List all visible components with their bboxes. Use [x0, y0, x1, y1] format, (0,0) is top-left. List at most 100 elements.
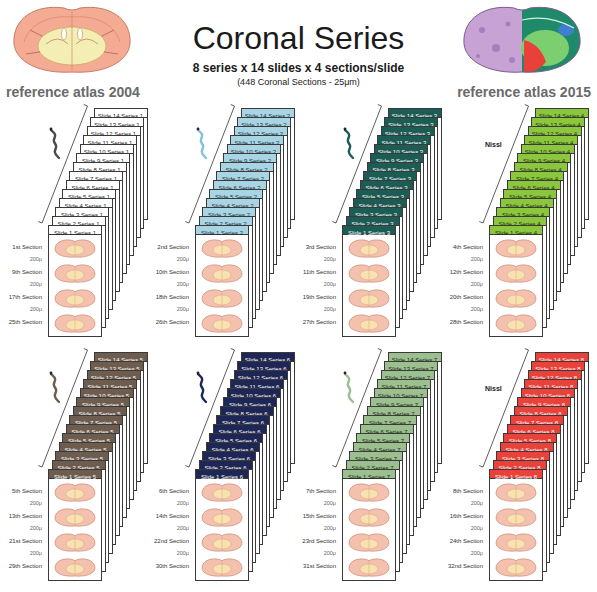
brain-section — [202, 290, 242, 307]
section-label: 2nd Section — [151, 243, 189, 251]
stain-icon — [51, 130, 59, 158]
atlas-texture — [506, 22, 511, 27]
brain-outline — [349, 240, 389, 257]
spacing-label: 200μ — [4, 281, 42, 289]
brain-outline — [496, 534, 536, 551]
section-label: 21st Section — [4, 537, 42, 545]
brain-midline — [75, 267, 76, 282]
section-label: 31st Section — [298, 562, 336, 570]
brain-midline — [369, 292, 370, 307]
stain-icon — [51, 374, 59, 402]
brain-outline — [55, 290, 95, 307]
slide-header: Slide 1 Series 3 — [343, 226, 395, 235]
atlas-layer-line — [522, 18, 574, 28]
subtitle: 8 series x 14 slides x 4 sections/slide — [0, 61, 597, 75]
stain-icon-tip — [197, 372, 200, 375]
brain-section — [349, 509, 389, 526]
atlas-texture — [479, 27, 485, 33]
brain-sections — [490, 235, 542, 336]
brain-outline — [496, 315, 536, 332]
brain-outline — [55, 315, 95, 332]
atlas-color-region — [558, 24, 574, 36]
brain-outline — [202, 240, 242, 257]
brain-section — [496, 265, 536, 282]
section-label: 9th Section — [4, 268, 42, 276]
spacing-label: 200μ — [4, 525, 42, 533]
spacing-label: 200μ — [151, 256, 189, 264]
title: Coronal Series — [0, 20, 597, 56]
brain-midline — [75, 536, 76, 551]
atlas-nissl-half — [460, 0, 522, 80]
spacing-label: 200μ — [445, 550, 483, 558]
slide-box: Slide 1 Series 4 — [489, 225, 543, 337]
atlas-hippocampus — [46, 39, 98, 44]
spacing-label: 200μ — [151, 281, 189, 289]
brain-midline — [222, 292, 223, 307]
brain-section — [55, 484, 95, 501]
brain-outline — [349, 290, 389, 307]
atlas-color-half — [522, 0, 586, 80]
brain-section — [496, 315, 536, 332]
section-label: 6th Section — [151, 487, 189, 495]
section-label: 16th Section — [445, 512, 483, 520]
spacing-label: 200μ — [4, 500, 42, 508]
atlas-color-region — [524, 40, 546, 72]
brain-midline — [222, 561, 223, 576]
slide-box: Slide 1 Series 8 — [489, 469, 543, 581]
spacing-label: 200μ — [298, 500, 336, 508]
spacing-label: 200μ — [298, 525, 336, 533]
brain-section — [496, 290, 536, 307]
brain-outline — [496, 484, 536, 501]
slide-label: Slide 1 Series 7 — [348, 473, 390, 481]
brain-sections — [196, 479, 248, 580]
section-label: 3rd Section — [298, 243, 336, 251]
spacing-label: 200μ — [445, 281, 483, 289]
brain-section — [496, 484, 536, 501]
section-label: 5th Section — [4, 487, 42, 495]
atlas-texture — [509, 57, 515, 63]
brain-sections — [196, 235, 248, 336]
section-label: 14th Section — [151, 512, 189, 520]
brain-midline — [75, 511, 76, 526]
slide-box: Slide 1 Series 3 — [342, 225, 396, 337]
brain-outline — [496, 290, 536, 307]
spacing-label: 200μ — [4, 306, 42, 314]
brain-midline — [75, 486, 76, 501]
brain-sections — [49, 235, 101, 336]
atlas-area-line — [26, 30, 118, 54]
brain-midline — [369, 267, 370, 282]
slide-box: Slide 1 Series 5 — [48, 469, 102, 581]
slide-header: Slide 1 Series 8 — [490, 470, 542, 479]
stain-icon — [345, 374, 353, 402]
slide-header: Slide 1 Series 5 — [49, 470, 101, 479]
brain-midline — [516, 292, 517, 307]
brain-section — [55, 290, 95, 307]
brain-midline — [222, 486, 223, 501]
stain-icon — [198, 374, 206, 402]
brain-outline — [496, 265, 536, 282]
brain-outline — [55, 559, 95, 576]
brain-section — [349, 290, 389, 307]
slide-box: Slide 1 Series 7 — [342, 469, 396, 581]
brain-midline — [369, 511, 370, 526]
brain-section — [349, 484, 389, 501]
slide-header: Slide 1 Series 1 — [49, 226, 101, 235]
brain-section — [55, 509, 95, 526]
brain-outline — [349, 509, 389, 526]
spacing-label: 200μ — [151, 550, 189, 558]
brain-midline — [516, 317, 517, 332]
spacing-label: 200μ — [151, 525, 189, 533]
section-label: 24th Section — [445, 537, 483, 545]
nissl-label: Nissl — [485, 384, 509, 393]
section-label: 30th Section — [151, 562, 189, 570]
brain-midline — [369, 561, 370, 576]
slide-header: Slide 1 Series 7 — [343, 470, 395, 479]
slide-label: Slide 1 Series 4 — [495, 229, 537, 237]
brain-midline — [75, 561, 76, 576]
spacing-label: 200μ — [151, 306, 189, 314]
section-label: 10th Section — [151, 268, 189, 276]
section-label: 29th Section — [4, 562, 42, 570]
stain-icon — [198, 130, 206, 158]
slide-box: Slide 1 Series 1 — [48, 225, 102, 337]
brain-midline — [369, 486, 370, 501]
